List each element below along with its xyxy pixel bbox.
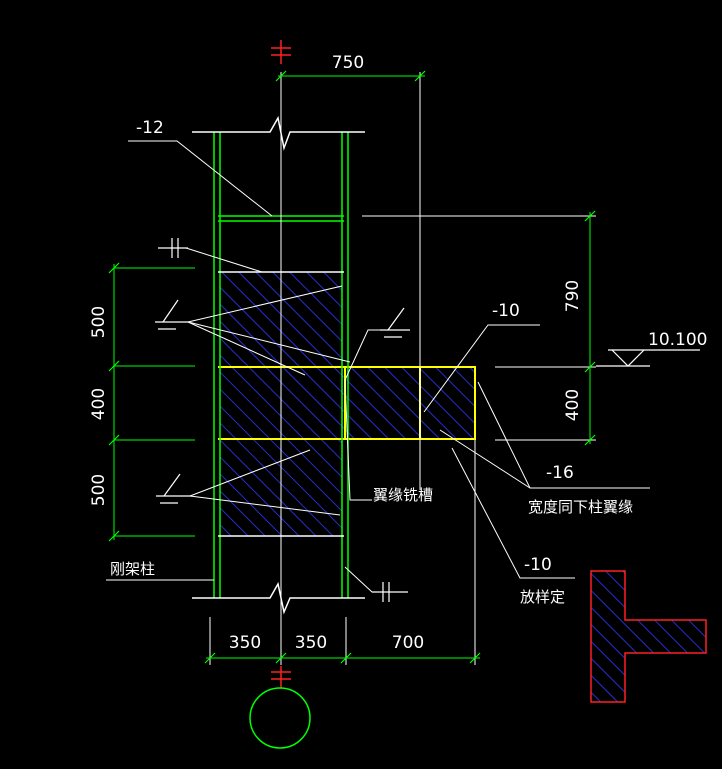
- axis-marker-top: [271, 40, 291, 64]
- dim-bottom-a: 350: [229, 633, 261, 653]
- dim-bottom-b: 350: [295, 633, 327, 653]
- weld-symbols: [155, 238, 410, 602]
- dim-left-lower: 500: [89, 474, 109, 506]
- dimension-ticks: [108, 70, 596, 664]
- weld-symbol-fillet-upper: [155, 299, 190, 330]
- weld-symbol-fillet-lower: [156, 473, 192, 504]
- plate-label-bottom: -10: [524, 555, 552, 575]
- dim-right-upper: 790: [563, 280, 583, 312]
- t-section-detail: [590, 570, 707, 703]
- dim-top-span: 750: [332, 53, 364, 73]
- elevation-marker: [596, 349, 700, 367]
- column-label: 刚架柱: [110, 560, 155, 578]
- plate-label-top: -12: [136, 118, 164, 138]
- plate-label-right: -16: [546, 463, 574, 483]
- axis-marker-bottom: [271, 666, 291, 688]
- plate-label-mid: -10: [492, 301, 520, 321]
- extension-lines: [209, 72, 596, 665]
- dim-left-upper: 500: [89, 306, 109, 338]
- dim-left-mid: 400: [89, 388, 109, 420]
- flange-slot-note: 翼缘铣槽: [373, 486, 433, 504]
- dim-bottom-c: 700: [392, 633, 424, 653]
- elevation-value: 10.100: [648, 330, 707, 350]
- weld-symbol-upper: [158, 238, 188, 258]
- weld-symbol-lower: [372, 582, 408, 602]
- axis-circle: [249, 687, 311, 749]
- layout-note: 放样定: [520, 588, 565, 606]
- width-note: 宽度同下柱翼缘: [528, 498, 633, 516]
- dimension-lines: [113, 75, 591, 659]
- weld-symbol-fillet-mid: [380, 307, 410, 338]
- dim-right-lower: 400: [563, 389, 583, 421]
